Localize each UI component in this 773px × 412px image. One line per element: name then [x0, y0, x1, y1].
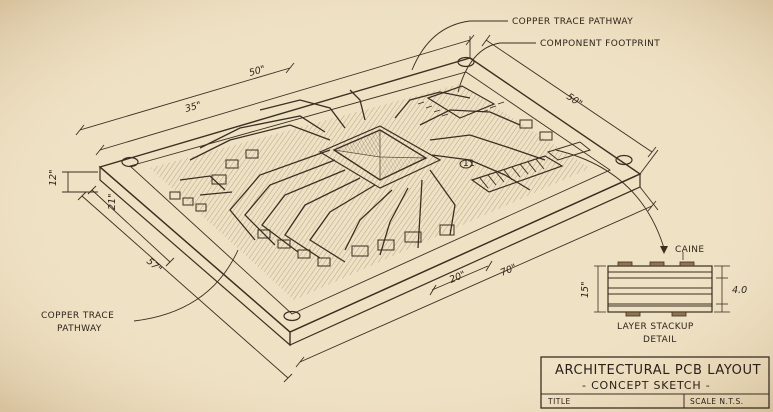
dim-left-21: 21": [107, 194, 118, 210]
copper-traces: [179, 89, 546, 263]
board-inner-border: [129, 71, 611, 315]
dim-top-35: 35": [184, 100, 203, 115]
title-line-1: ARCHITECTURAL PCB LAYOUT: [555, 363, 761, 378]
leader-layer-stackup: [555, 149, 665, 249]
dim-top-50: 50": [248, 64, 267, 79]
scale-field-label: SCALE N.T.S.: [690, 397, 744, 406]
title-block: ARCHITECTURAL PCB LAYOUT - CONCEPT SKETC…: [540, 356, 770, 409]
dim-left-12: 12": [48, 170, 59, 186]
title-line-2: - CONCEPT SKETCH -: [582, 379, 711, 392]
main-ic-chip: [318, 125, 442, 189]
label-copper-trace-left-2: PATHWAY: [57, 324, 102, 334]
connector-row: [470, 141, 592, 193]
chip-mark: 11: [463, 159, 475, 169]
mounting-hole-bottom: [283, 310, 301, 322]
mounting-hole-right: [615, 154, 633, 166]
label-copper-trace-left-1: COPPER TRACE: [41, 311, 114, 321]
title-field-label: TITLE: [547, 397, 571, 406]
component-pads: [169, 119, 553, 267]
label-component-footprint: COMPONENT FOOTPRINT: [540, 39, 660, 49]
label-layer-stackup-2: DETAIL: [643, 335, 677, 345]
mounting-hole-top: [457, 56, 475, 68]
mounting-hole-left: [121, 156, 139, 168]
label-copper-trace-top: COPPER TRACE PATHWAY: [512, 17, 633, 27]
ic-footprint-upper: [417, 85, 505, 119]
leader-component-footprint: [457, 42, 536, 93]
small-round-component: [459, 159, 473, 169]
dim-stack-40: 4.0: [732, 285, 747, 296]
dimension-lines: [62, 34, 659, 383]
label-layer-stackup-1: LAYER STACKUP: [617, 322, 694, 332]
dim-stack-15: 15": [580, 282, 591, 298]
label-caine: CAINE: [675, 245, 705, 255]
leader-arrow-stackup: [660, 246, 668, 254]
callout-leaders: [133, 20, 665, 322]
leader-copper-trace-top: [411, 20, 508, 71]
layer-stackup-detail: CAINE 15" 4.0 LAYER STACKUP DETAIL: [580, 245, 747, 345]
leader-copper-trace-left: [133, 249, 239, 322]
